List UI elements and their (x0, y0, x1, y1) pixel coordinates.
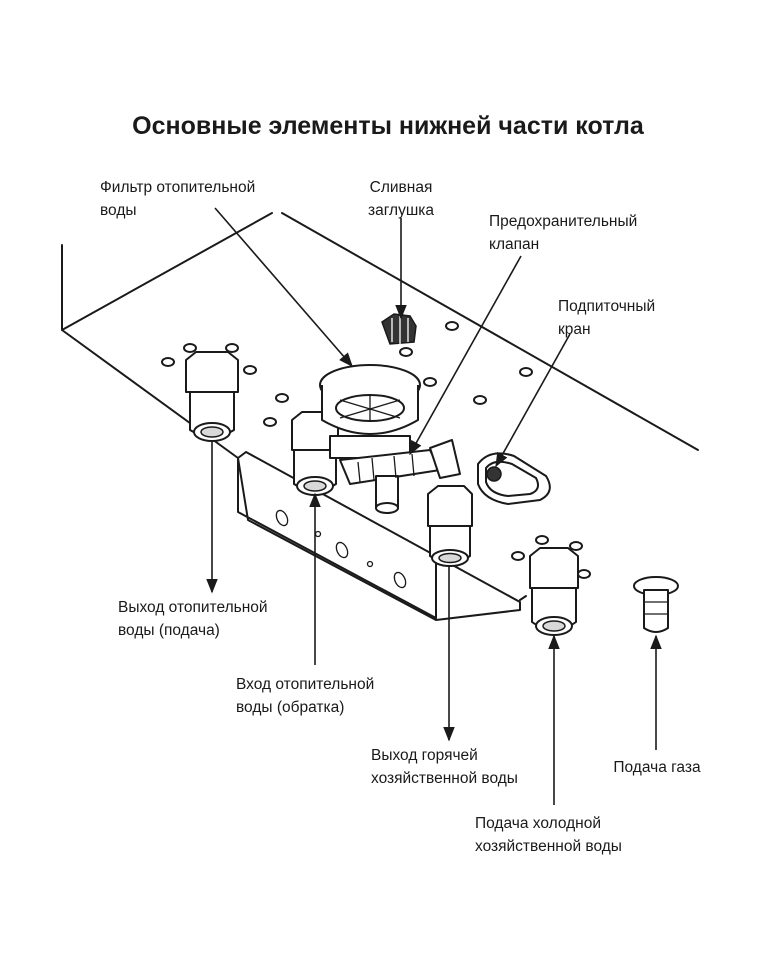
cold-water-inlet-fitting (529, 547, 579, 636)
pointer-filter (214, 207, 353, 368)
label-hot-water-out: Выход горячей хозяйственной воды (371, 747, 518, 787)
heating-filter (319, 364, 421, 459)
diagram-title: Основные элементы нижней части котла (132, 112, 644, 140)
safety-valve-assembly (339, 439, 461, 514)
label-cold-water-in: Подача холодной хозяйственной воды (475, 815, 622, 855)
drain-plug (381, 313, 417, 345)
heating-outlet-fitting (185, 351, 239, 442)
label-heating-in: Вход отопительной воды (обратка) (236, 676, 375, 716)
label-pointers (206, 207, 662, 805)
pointer-safety-valve (409, 255, 522, 456)
makeup-tap (477, 452, 551, 505)
label-gas-supply: Подача газа (613, 759, 701, 776)
gas-supply-fitting (633, 576, 679, 633)
label-safety-valve: Предохранительный клапан (489, 213, 638, 253)
label-drain-plug: Сливная заглушка (367, 179, 434, 219)
hot-water-outlet-fitting (427, 485, 473, 567)
label-heating-out: Выход отопительной воды (подача) (118, 599, 268, 639)
pointer-makeup-tap (495, 333, 571, 468)
panel-screws (161, 321, 591, 579)
heating-inlet-fitting (291, 411, 339, 496)
label-makeup-tap: Подпиточный кран (558, 298, 656, 338)
label-filter: Фильтр отопительной воды (100, 179, 256, 219)
